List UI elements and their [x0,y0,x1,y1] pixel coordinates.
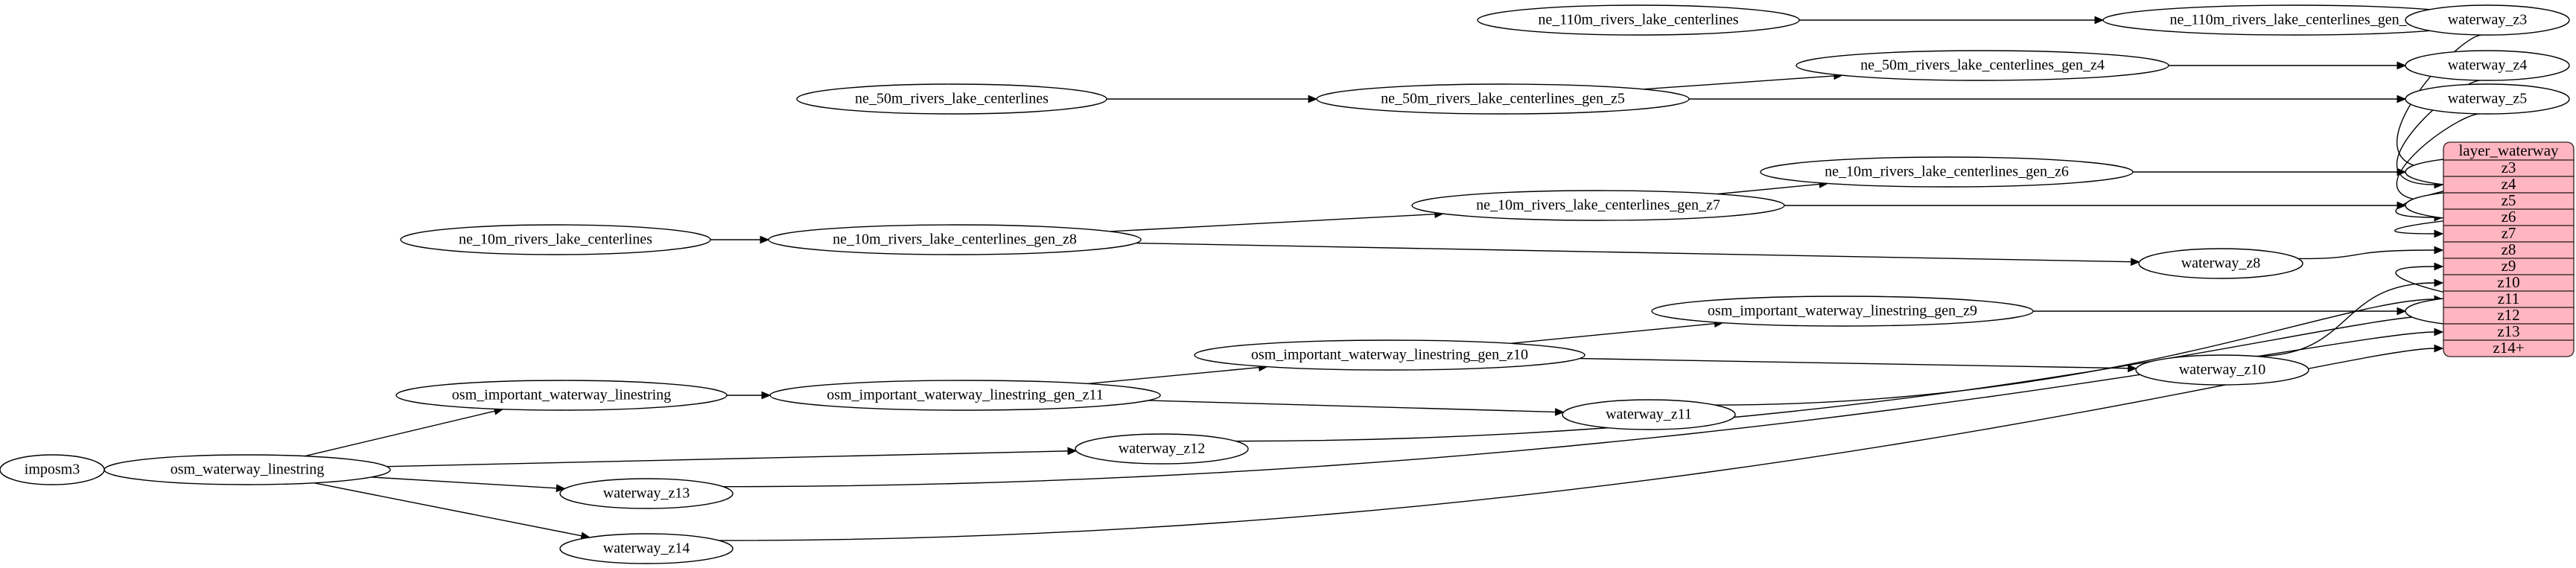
edge-arrowhead [1308,95,1318,103]
edge-osm_important_waterway_linestring_gen_z10-to-osm_important_waterway_linestring_gen_z9 [1510,322,1715,344]
edge-waterway_z14-to-z14+ [719,348,2435,541]
table-row-z4[interactable] [2443,176,2575,194]
edge-arrowhead [2434,344,2444,353]
edge-arrowhead [2434,278,2444,287]
edge-arrowhead [2397,95,2407,103]
node-imposm3[interactable] [0,454,105,485]
node-waterway_z13[interactable] [559,478,734,509]
table-row-z5[interactable] [2443,192,2575,210]
node-waterway_z8[interactable] [2138,248,2303,279]
node-ne_50m_rivers_lake_centerlines[interactable] [796,83,1107,115]
edge-osm_waterway_linestring-to-osm_important_waterway_linestring [305,410,495,457]
edge-arrowhead [2397,307,2407,316]
edge-osm_important_waterway_linestring_gen_z11-to-waterway_z11 [1148,400,1556,413]
table-row-z8[interactable] [2443,241,2575,259]
edge-ne_10m_rivers_lake_centerlines_gen_z8-to-ne_10m_rivers_lake_centerlines_gen_z7 [1110,213,1435,232]
edge-arrowhead [1554,408,1565,416]
edge-waterway_z5-to-z5 [2396,113,2480,202]
edge-arrowhead [2128,364,2137,373]
table-row-z13[interactable] [2443,323,2575,341]
layer-waterway-table: layer_waterwayz3z4z5z6z7z8z9z10z11z12z13… [2443,141,2575,357]
edge-arrowhead [2130,258,2140,267]
node-osm_waterway_linestring[interactable] [104,454,391,485]
table-row-z14plus[interactable] [2443,339,2575,357]
edge-arrowhead [556,484,566,493]
node-ne_110m_rivers_lake_centerlines[interactable] [1477,4,1800,36]
node-ne_10m_rivers_lake_centerlines[interactable] [400,224,711,255]
edge-arrowhead [2397,61,2407,70]
edge-ne_50m_rivers_lake_centerlines_gen_z5-to-ne_50m_rivers_lake_centerlines_gen_z4 [1643,75,1834,90]
node-ne_10m_rivers_lake_centerlines_gen_z6[interactable] [1760,156,2134,188]
node-waterway_z10[interactable] [2135,354,2309,386]
node-osm_important_waterway_linestring[interactable] [395,380,728,411]
edge-osm_waterway_linestring-to-waterway_z12 [387,450,1069,468]
node-osm_important_waterway_linestring_gen_z10[interactable] [1194,339,1586,371]
edges-layer [95,16,2487,541]
edge-arrowhead [2434,262,2444,271]
node-osm_important_waterway_linestring_gen_z11[interactable] [769,380,1161,411]
node-waterway_z5[interactable] [2405,83,2570,115]
edge-arrowhead [761,391,772,400]
edge-osm_important_waterway_linestring_gen_z10-to-waterway_z10 [1580,357,2128,369]
table-row-z11[interactable] [2443,290,2575,308]
node-waterway_z14[interactable] [559,533,734,564]
edge-arrowhead [2094,16,2105,25]
node-ne_50m_rivers_lake_centerlines_gen_z5[interactable] [1316,83,1690,115]
node-ne_10m_rivers_lake_centerlines_gen_z7[interactable] [1411,190,1785,221]
node-waterway_z4[interactable] [2405,50,2570,81]
edge-osm_waterway_linestring-to-waterway_z13 [371,476,557,489]
edge-waterway_z8-to-z8 [2297,249,2435,260]
edge-ne_10m_rivers_lake_centerlines_gen_z8-to-waterway_z8 [1136,242,2131,263]
edge-waterway_z13-to-z13 [722,331,2435,488]
edge-waterway_z10-to-z10 [2255,282,2435,357]
edge-arrowhead [2434,246,2444,255]
table-row-z3[interactable] [2443,159,2575,177]
edge-osm_important_waterway_linestring_gen_z11-to-osm_important_waterway_linestring_gen_z10 [1087,366,1259,385]
edge-ne_10m_rivers_lake_centerlines_gen_z7-to-ne_10m_rivers_lake_centerlines_gen_z6 [1717,183,1820,195]
table-row-z6[interactable] [2443,208,2575,226]
edge-waterway_z11-to-z11 [1714,299,2435,406]
edge-arrowhead [760,235,770,244]
table-row-z9[interactable] [2443,258,2575,275]
edge-arrowhead [1067,447,1078,456]
edge-arrowhead [2434,328,2444,336]
edge-osm_waterway_linestring-to-waterway_z14 [314,482,582,537]
table-header-cell [2443,141,2575,161]
edge-arrowhead [2434,229,2444,238]
node-ne_50m_rivers_lake_centerlines_gen_z4[interactable] [1796,50,2169,81]
node-ne_10m_rivers_lake_centerlines_gen_z8[interactable] [768,224,1142,255]
table-row-z12[interactable] [2443,307,2575,325]
table-row-z10[interactable] [2443,274,2575,292]
node-waterway_z3[interactable] [2405,4,2570,36]
node-osm_important_waterway_linestring_gen_z9[interactable] [1651,296,2034,327]
node-waterway_z11[interactable] [1562,399,1736,430]
node-waterway_z12[interactable] [1075,433,1249,465]
edge-waterway_z12-to-z12 [1235,315,2435,442]
table-row-z7[interactable] [2443,225,2575,243]
